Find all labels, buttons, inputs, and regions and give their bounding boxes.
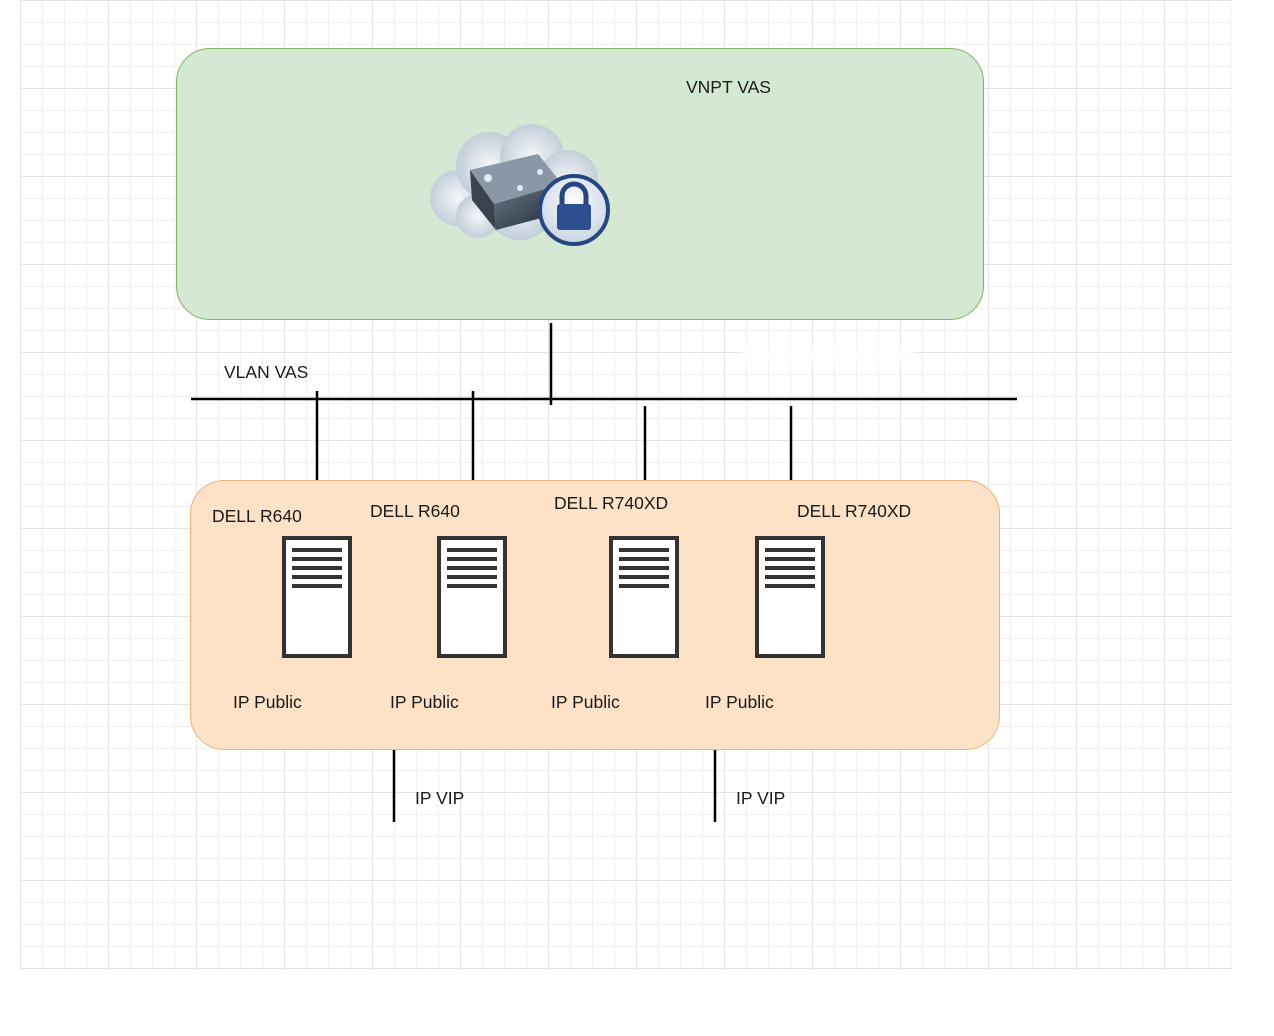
server-4-ip-label: IP Public <box>705 692 774 712</box>
cloud-server-lock-icon <box>420 118 616 248</box>
vnpt-vas-title: VNPT VAS <box>686 77 771 97</box>
server-3-ip-label: IP Public <box>551 692 620 712</box>
server-2-model: DELL R640 <box>370 501 460 521</box>
server-1-model: DELL R640 <box>212 506 302 526</box>
server-3-model: DELL R740XD <box>554 493 669 513</box>
server-icon[interactable] <box>437 536 509 660</box>
vip-2-label: IP VIP <box>736 788 786 808</box>
server-2-ip-label: IP Public <box>390 692 459 712</box>
vip-1-label: IP VIP <box>415 788 465 808</box>
vlan-vas-label: VLAN VAS <box>224 362 309 382</box>
server-icon[interactable] <box>609 536 681 660</box>
erased-label-area <box>740 348 915 362</box>
server-icon[interactable] <box>282 536 354 660</box>
server-4-model: DELL R740XD <box>797 501 912 521</box>
server-1-ip-label: IP Public <box>233 692 302 712</box>
server-icon[interactable] <box>755 536 827 660</box>
